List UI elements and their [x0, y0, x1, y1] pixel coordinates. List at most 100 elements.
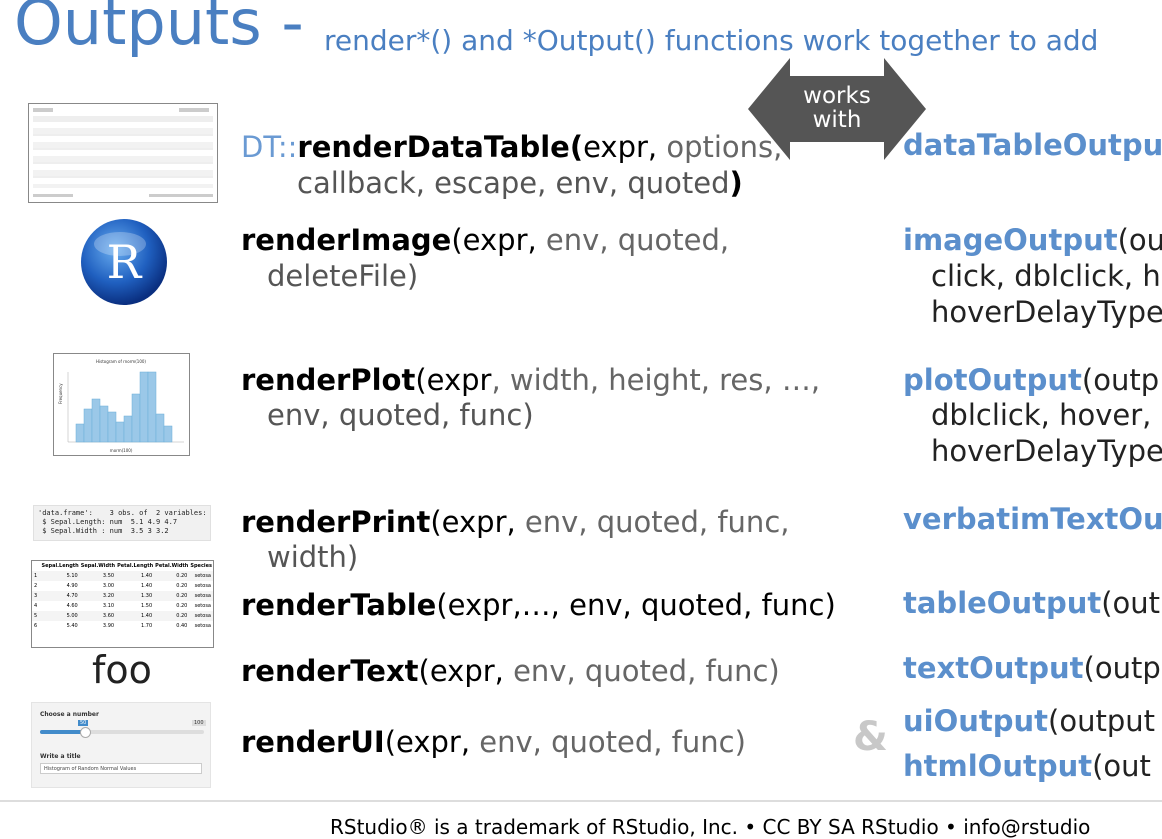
paren-close: )	[729, 166, 743, 200]
renderimage-signature: renderImage(expr, env, quoted,	[241, 223, 729, 257]
datatable-preview	[33, 108, 213, 197]
hist-ylabel: Frequency	[58, 383, 63, 404]
mini-table-cell: setosa	[194, 583, 211, 589]
plotoutput-line3: hoverDelayType	[931, 434, 1162, 468]
plotoutput: plotOutput(outp	[903, 363, 1159, 397]
print-line-1: 'data.frame': 3 obs. of 2 variables:	[38, 509, 207, 517]
renderdatatable-signature: DT::renderDataTable(expr, options,	[241, 130, 782, 164]
print-line-3: $ Sepal.Width : num 3.5 3 3.2	[38, 527, 169, 535]
slider-track[interactable]	[40, 727, 204, 738]
title-input[interactable]: Histogram of Random Normal Values	[40, 763, 202, 774]
mini-table-cell: 4.90	[66, 583, 78, 589]
footer-text: RStudio® is a trademark of RStudio, Inc.…	[330, 815, 1091, 839]
mini-table-cell: 4.70	[66, 593, 78, 599]
htmloutput: htmlOutput(out	[903, 749, 1151, 783]
renderprint-line2: width)	[267, 540, 359, 574]
mini-table-cell: 3.00	[102, 583, 115, 589]
mini-table-cell: setosa	[194, 613, 211, 619]
renderui-args-grey: env, quoted, func)	[470, 725, 746, 759]
imageoutput-args: (ou	[1117, 223, 1162, 257]
mini-table-cell: setosa	[194, 593, 211, 599]
rendertext-args-grey: env, quoted, func)	[503, 654, 780, 688]
double-arrow-icon	[748, 58, 926, 160]
imageoutput-line2: click, dblclick, h	[931, 259, 1161, 293]
renderimage-line2: deleteFile)	[267, 259, 419, 293]
mini-table-cell: 1.40	[141, 583, 153, 589]
textoutput-name: textOutput	[903, 651, 1084, 685]
mini-table-cell: 1.40	[141, 613, 153, 619]
works-with-line2: with	[812, 107, 862, 133]
mini-table-cell: 5.10	[66, 573, 78, 579]
renderimage-args-grey: env, quoted,	[536, 223, 730, 257]
textoutput: textOutput(outp	[903, 651, 1161, 685]
hist-xlabel: rnorm(100)	[110, 448, 133, 453]
mini-table-cell: 1	[34, 573, 38, 579]
slider-max-label: 100	[192, 720, 206, 726]
verbatimtextoutput-name: verbatimTextOu	[903, 502, 1162, 536]
tableoutput-args: (out	[1101, 586, 1161, 620]
mini-table-cell: 2	[34, 583, 38, 589]
slider-value-badge: 50	[78, 720, 89, 726]
plotoutput-name: plotOutput	[903, 363, 1082, 397]
slider-handle[interactable]	[80, 727, 91, 738]
renderui-signature: renderUI(expr, env, quoted, func)	[241, 725, 746, 759]
renderplot-args: (expr	[415, 363, 492, 397]
uioutput: uiOutput(output	[903, 704, 1155, 738]
rendertext-signature: renderText(expr, env, quoted, func)	[241, 654, 780, 688]
renderdatatable-args-grey: options,	[657, 130, 783, 164]
mini-table-cell: 3.20	[102, 593, 115, 599]
paren-open: (	[569, 130, 584, 164]
plotoutput-args: (outp	[1081, 363, 1160, 397]
renderui-name: renderUI	[241, 725, 385, 759]
hist-title: Histogram of rnorm(100)	[96, 359, 146, 364]
textoutput-args: (outp	[1083, 651, 1161, 685]
mini-table-cell: 1.50	[141, 603, 153, 609]
renderui-args: (expr,	[384, 725, 471, 759]
mini-table-cell: 4.60	[66, 603, 78, 609]
rendertable-args: (expr,…, env, quoted, func)	[436, 588, 836, 622]
mini-table-cell: 0.20	[176, 613, 188, 619]
htmloutput-args: (out	[1092, 749, 1151, 783]
mini-table-cell: 3.50	[102, 573, 115, 579]
uioutput-args: (output	[1048, 704, 1155, 738]
renderplot-signature: renderPlot(expr, width, height, res, …,	[241, 363, 820, 397]
mini-table-header: Petal.Width	[155, 563, 189, 569]
mini-table-cell: 1.40	[141, 573, 153, 579]
works-with-arrow: works with	[748, 58, 926, 160]
renderdatatable-args-line2: callback, escape, env, quoted	[297, 166, 730, 200]
svg-text:R: R	[107, 235, 143, 289]
renderimage-args: (expr,	[451, 223, 537, 257]
mini-table-cell: 6	[34, 623, 38, 629]
mini-table-cell: setosa	[194, 623, 211, 629]
foo-text-thumbnail: foo	[92, 648, 152, 692]
mini-table-cell: setosa	[194, 603, 211, 609]
print-thumbnail: 'data.frame': 3 obs. of 2 variables: $ S…	[33, 505, 211, 541]
renderprint-args-grey: env, quoted, func,	[515, 505, 790, 539]
imageoutput-line3: hoverDelayType	[931, 295, 1162, 329]
mini-table-cell: 5.40	[66, 623, 78, 629]
imageoutput: imageOutput(ou	[903, 223, 1162, 257]
works-with-line1: works	[803, 83, 871, 109]
mini-table-header: Species	[190, 563, 212, 569]
title-label: Write a title	[40, 753, 81, 760]
mini-table: Sepal.Length Sepal.Width Petal.Length Pe…	[32, 561, 213, 631]
mini-table-cell: 3.60	[102, 613, 115, 619]
dt-prefix: DT::	[241, 130, 298, 164]
table-thumbnail: Sepal.Length Sepal.Width Petal.Length Pe…	[31, 560, 214, 648]
outputs-column: dataTableOutpu imageOutput(ou click, dbl…	[903, 0, 1162, 800]
mini-table-cell: 0.40	[176, 623, 188, 629]
datatable-thumbnail	[28, 103, 218, 203]
r-logo-icon: R	[80, 218, 168, 306]
print-line-2: $ Sepal.Length: num 5.1 4.9 4.7	[38, 518, 178, 526]
mini-table-cell: 5.00	[66, 613, 78, 619]
slider-label: Choose a number	[40, 711, 99, 718]
rendertable-name: renderTable	[241, 588, 437, 622]
page-title: Outputs -	[14, 0, 304, 59]
mini-table-cell: setosa	[194, 573, 211, 579]
slider-fill	[40, 730, 85, 734]
renderplot-name: renderPlot	[241, 363, 416, 397]
mini-table-cell: 0.20	[176, 603, 188, 609]
